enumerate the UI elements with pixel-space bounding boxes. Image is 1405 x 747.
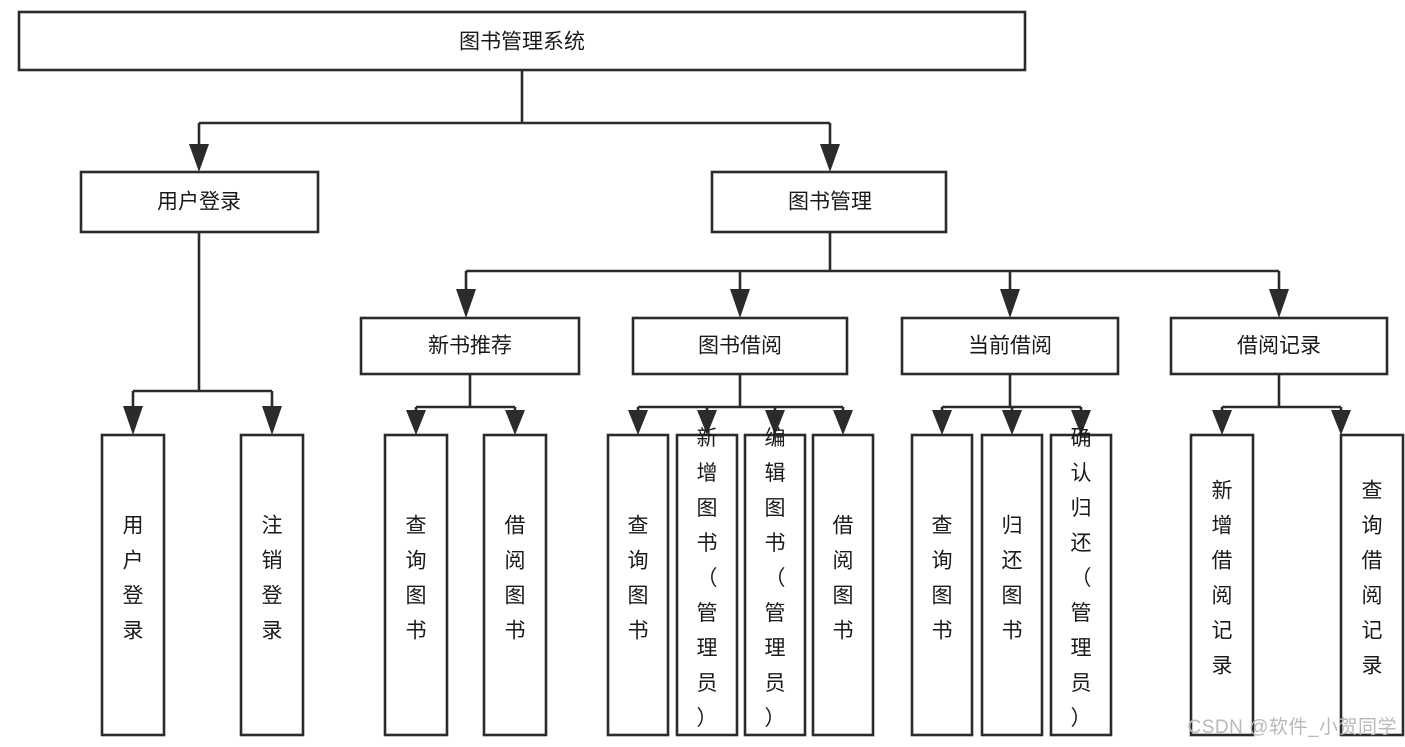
node-borrow-borrow-book-label: 借阅图书 (833, 515, 854, 643)
node-root-box[interactable] (17, 10, 1027, 72)
node-records-query-record-label: 查询借阅记录 (1362, 480, 1383, 678)
node-current-borrow-box[interactable] (900, 316, 1120, 376)
node-borrow-add-book[interactable]: 新增图书（管理员） (675, 427, 739, 737)
arrowhead-book-borrow (730, 289, 750, 318)
node-current-return-book[interactable]: 归还图书 (980, 433, 1044, 737)
node-recommend-query-book-box[interactable] (383, 433, 449, 737)
node-records-add-record-label: 新增借阅记录 (1212, 480, 1233, 678)
node-book-borrow[interactable]: 图书借阅 (631, 316, 849, 376)
node-book-management-box[interactable] (710, 170, 948, 234)
node-recommend-query-book[interactable]: 查询图书 (383, 433, 449, 737)
arrowhead-records-query-record (1331, 410, 1351, 435)
node-borrow-query-book-label: 查询图书 (628, 515, 649, 643)
node-current-query-book[interactable]: 查询图书 (910, 433, 974, 737)
node-borrow-borrow-book[interactable]: 借阅图书 (811, 433, 875, 737)
node-new-book-recommend[interactable]: 新书推荐 (359, 316, 581, 376)
node-recommend-query-book-label: 查询图书 (406, 515, 427, 643)
node-records-add-record[interactable]: 新增借阅记录 (1189, 433, 1255, 737)
arrowhead-current-query-book (932, 410, 952, 435)
node-borrow-borrow-book-box[interactable] (811, 433, 875, 737)
node-current-borrow[interactable]: 当前借阅 (900, 316, 1120, 376)
arrowhead-recommend-borrow-book (505, 410, 525, 435)
arrowhead-book-management (820, 144, 840, 172)
node-current-query-book-label: 查询图书 (932, 515, 953, 643)
node-borrow-records-label: 借阅记录 (1237, 335, 1321, 358)
node-user-login-logout-box[interactable] (239, 433, 305, 737)
node-current-return-book-box[interactable] (980, 433, 1044, 737)
node-current-borrow-label: 当前借阅 (968, 335, 1052, 358)
arrowhead-borrow-records (1269, 289, 1289, 318)
node-user-login-box[interactable] (79, 170, 320, 234)
node-book-management-label: 图书管理 (788, 191, 872, 214)
node-borrow-edit-book-label: 编辑图书（管理员） (765, 427, 786, 730)
arrowhead-current-return-book (1002, 410, 1022, 435)
node-borrow-edit-book-box[interactable] (743, 433, 807, 737)
arrowhead-borrow-add-book (697, 410, 717, 435)
node-user-login[interactable]: 用户登录 (79, 170, 320, 234)
node-recommend-borrow-book[interactable]: 借阅图书 (482, 433, 548, 737)
node-current-confirm-return-label: 确认归还（管理员） (1071, 427, 1092, 730)
node-user-login-login[interactable]: 用户登录 (100, 433, 166, 737)
node-new-book-recommend-label: 新书推荐 (428, 335, 512, 358)
node-borrow-add-book-box[interactable] (675, 433, 739, 737)
node-borrow-records[interactable]: 借阅记录 (1169, 316, 1389, 376)
arrowhead-current-confirm-return (1071, 410, 1091, 435)
node-borrow-query-book-box[interactable] (606, 433, 670, 737)
arrowhead-user-login-login (123, 406, 143, 435)
node-recommend-borrow-book-label: 借阅图书 (505, 515, 526, 643)
node-user-login-logout[interactable]: 注销登录 (239, 433, 305, 737)
node-book-management[interactable]: 图书管理 (710, 170, 948, 234)
arrowhead-borrow-query-book (628, 410, 648, 435)
node-current-confirm-return[interactable]: 确认归还（管理员） (1049, 427, 1113, 737)
node-records-add-record-box[interactable] (1189, 433, 1255, 737)
node-records-query-record[interactable]: 查询借阅记录 (1339, 433, 1405, 737)
arrowhead-current-borrow (1000, 289, 1020, 318)
node-user-login-login-label: 用户登录 (123, 515, 144, 643)
arrowhead-user-login-logout (262, 406, 282, 435)
arrowhead-borrow-edit-book (765, 410, 785, 435)
node-borrow-add-book-label: 新增图书（管理员） (697, 427, 718, 730)
node-book-borrow-box[interactable] (631, 316, 849, 376)
node-user-login-login-box[interactable] (100, 433, 166, 737)
node-records-query-record-box[interactable] (1339, 433, 1405, 737)
node-book-borrow-label: 图书借阅 (698, 335, 782, 358)
node-borrow-query-book[interactable]: 查询图书 (606, 433, 670, 737)
node-root-label: 图书管理系统 (459, 31, 585, 54)
node-new-book-recommend-box[interactable] (359, 316, 581, 376)
node-current-query-book-box[interactable] (910, 433, 974, 737)
arrowhead-new-book-recommend (456, 289, 476, 318)
arrowhead-records-add-record (1212, 410, 1232, 435)
node-borrow-records-box[interactable] (1169, 316, 1389, 376)
node-user-login-logout-label: 注销登录 (262, 515, 283, 643)
node-root[interactable]: 图书管理系统 (17, 10, 1027, 72)
arrowhead-user-login (189, 144, 209, 172)
node-current-return-book-label: 归还图书 (1002, 515, 1023, 643)
node-borrow-edit-book[interactable]: 编辑图书（管理员） (743, 427, 807, 737)
node-current-confirm-return-box[interactable] (1049, 433, 1113, 737)
node-user-login-label: 用户登录 (157, 191, 241, 214)
connector-layer (123, 70, 1351, 435)
node-recommend-borrow-book-box[interactable] (482, 433, 548, 737)
arrowhead-borrow-borrow-book (833, 410, 853, 435)
arrowhead-recommend-query-book (406, 410, 426, 435)
